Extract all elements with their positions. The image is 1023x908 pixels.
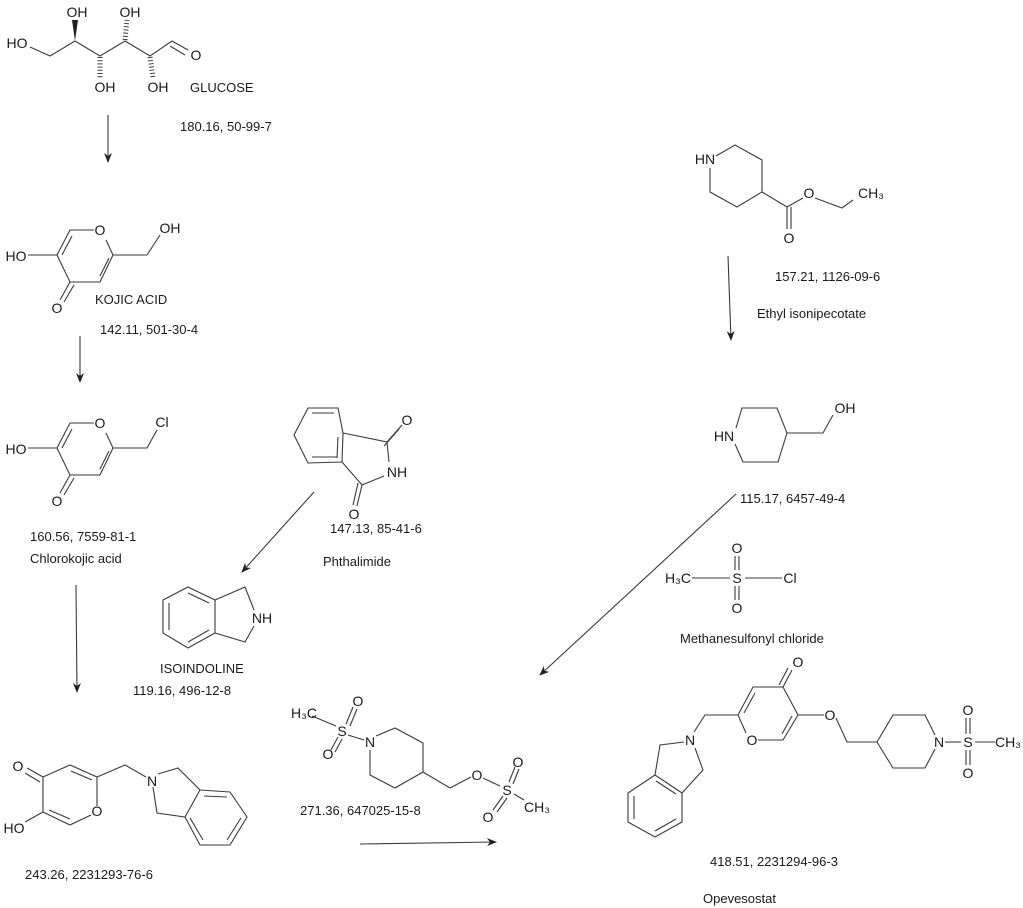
atom-label: S — [502, 782, 511, 798]
glucose-structure: HO OH OH OH OH O — [7, 4, 202, 95]
kojic-acid-name: KOJIC ACID — [95, 292, 167, 307]
atom-label: O — [52, 493, 63, 509]
atom-label: CH₃ — [858, 185, 884, 201]
atom-label: O — [95, 222, 106, 238]
ethyl-isonipecotate-info: 157.21, 1126-09-6 — [775, 269, 880, 284]
atom-label: OH — [835, 400, 856, 416]
atom-label: O — [52, 300, 63, 316]
methanesulfonyl-chloride-name: Methanesulfonyl chloride — [680, 631, 824, 646]
atom-label: O — [963, 702, 974, 718]
atom-label: NH — [252, 610, 272, 626]
intermediate-info: 243.26, 2231293-76-6 — [25, 867, 153, 882]
atom-label: S — [337, 723, 346, 739]
atom-label: O — [191, 47, 202, 63]
atom-label: O — [513, 754, 524, 770]
atom-label: Cl — [783, 570, 796, 586]
opevesostat-info: 418.51, 2231294-96-3 — [710, 854, 838, 869]
atom-label: HO — [6, 248, 27, 264]
atom-label: N — [685, 732, 695, 748]
mesylate-structure: H₃C S O O N O S O O CH₃ — [291, 693, 550, 825]
atom-label: CH₃ — [995, 734, 1021, 750]
atom-label: O — [349, 506, 360, 522]
phthalimide-info: 147.13, 85-41-6 — [330, 521, 422, 536]
kojic-acid-info: 142.11, 501-30-4 — [100, 322, 198, 337]
atom-label: H₃C — [291, 705, 317, 721]
atom-label: O — [353, 693, 364, 709]
piperidinemethanol-structure: HN OH — [714, 400, 856, 463]
atom-label: O — [793, 654, 804, 670]
atom-label: O — [95, 415, 106, 431]
atom-label: O — [472, 767, 483, 783]
atom-label: OH — [160, 220, 181, 236]
atom-label: N — [934, 734, 944, 750]
atom-label: O — [747, 732, 758, 748]
ethyl-isonipecotate-structure: HN O O CH₃ — [695, 144, 884, 246]
glucose-info: 180.16, 50-99-7 — [180, 119, 272, 134]
atom-label: NH — [387, 464, 407, 480]
reaction-arrow — [241, 491, 315, 573]
reaction-arrow — [359, 838, 497, 847]
atom-label: S — [732, 570, 741, 586]
chlorokojic-acid-name: Chlorokojic acid — [30, 551, 122, 566]
atom-label: OH — [95, 79, 116, 95]
piperidinemethanol-info: 115.17, 6457-49-4 — [740, 491, 845, 506]
atom-label: O — [13, 758, 24, 774]
reaction-arrow — [72, 584, 81, 693]
kojic-acid-structure: O HO O OH — [6, 220, 181, 316]
atom-label: N — [365, 734, 375, 750]
chlorokojic-acid-structure: O HO O Cl — [6, 414, 169, 509]
glucose-name: GLUCOSE — [190, 80, 254, 95]
atom-label: O — [402, 412, 413, 428]
atom-label: N — [147, 773, 157, 789]
ethyl-isonipecotate-name: Ethyl isonipecotate — [757, 306, 866, 321]
methanesulfonyl-chloride-structure: H₃C S Cl O O — [665, 540, 797, 616]
atom-label: OH — [67, 4, 88, 20]
chlorokojic-acid-info: 160.56, 7559-81-1 — [30, 529, 136, 544]
isoindoline-name: ISOINDOLINE — [160, 661, 244, 676]
reaction-arrow — [726, 255, 735, 341]
atom-label: OH — [120, 4, 141, 20]
atom-label: HN — [714, 428, 734, 444]
phthalimide-structure: O NH O — [293, 407, 413, 522]
phthalimide-name: Phthalimide — [323, 554, 391, 569]
atom-label: O — [483, 809, 494, 825]
atom-label: O — [323, 746, 334, 762]
isoindoline-structure: NH — [162, 586, 272, 649]
atom-label: HN — [695, 151, 715, 167]
atom-label: O — [732, 540, 743, 556]
atom-label: HO — [7, 35, 28, 51]
atom-label: O — [825, 707, 836, 723]
isoindoline-info: 119.16, 496-12-8 — [133, 683, 231, 698]
atom-label: H₃C — [665, 570, 691, 586]
atom-label: OH — [148, 79, 169, 95]
kojic-isoindoline-intermediate-structure: O HO O N — [4, 758, 248, 846]
atom-label: HO — [6, 441, 27, 457]
atom-label: O — [92, 803, 103, 819]
atom-label: S — [963, 734, 972, 750]
atom-label: O — [784, 230, 795, 246]
atom-label: O — [963, 765, 974, 781]
opevesostat-name: Opevesostat — [703, 891, 776, 906]
opevesostat-structure: O O O N N S O O CH₃ — [627, 654, 1021, 838]
atom-label: O — [804, 185, 815, 201]
atom-label: O — [732, 600, 743, 616]
atom-label: Cl — [155, 414, 168, 430]
atom-label: CH₃ — [524, 799, 550, 815]
mesylate-info: 271.36, 647025-15-8 — [300, 803, 421, 818]
atom-label: HO — [4, 820, 25, 836]
reaction-arrow — [539, 493, 737, 676]
